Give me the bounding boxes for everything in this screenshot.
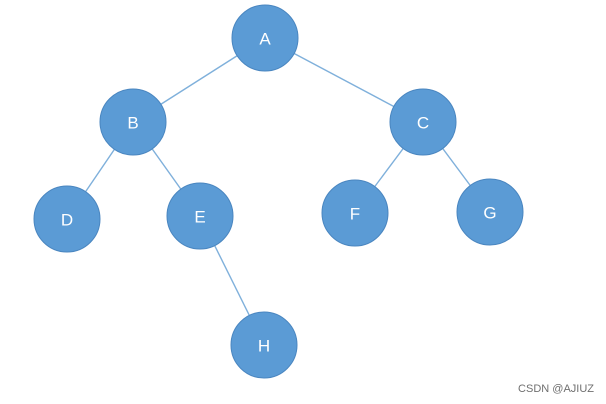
node-c: C xyxy=(389,88,457,156)
node-d: D xyxy=(33,185,101,253)
node-e-label: E xyxy=(194,208,205,227)
node-e: E xyxy=(166,182,234,250)
node-b: B xyxy=(99,88,167,156)
node-c-label: C xyxy=(417,114,429,133)
node-g: G xyxy=(456,178,524,246)
node-g-circle xyxy=(456,178,524,246)
node-e-circle xyxy=(166,182,234,250)
node-a: A xyxy=(231,4,299,72)
node-f-circle xyxy=(321,179,389,247)
node-h-circle xyxy=(230,311,298,379)
node-b-label: B xyxy=(127,114,138,133)
node-f-label: F xyxy=(350,205,360,224)
node-f: F xyxy=(321,179,389,247)
node-d-circle xyxy=(33,185,101,253)
edges-layer xyxy=(66,37,491,346)
node-d-label: D xyxy=(61,211,73,230)
node-c-circle xyxy=(389,88,457,156)
watermark: CSDN @AJIUZ xyxy=(518,383,594,395)
node-h: H xyxy=(230,311,298,379)
node-a-label: A xyxy=(259,30,271,49)
node-b-circle xyxy=(99,88,167,156)
nodes-layer: A B C D E F G H xyxy=(33,4,524,379)
node-h-label: H xyxy=(258,337,270,356)
node-g-label: G xyxy=(483,204,496,223)
node-a-circle xyxy=(231,4,299,72)
